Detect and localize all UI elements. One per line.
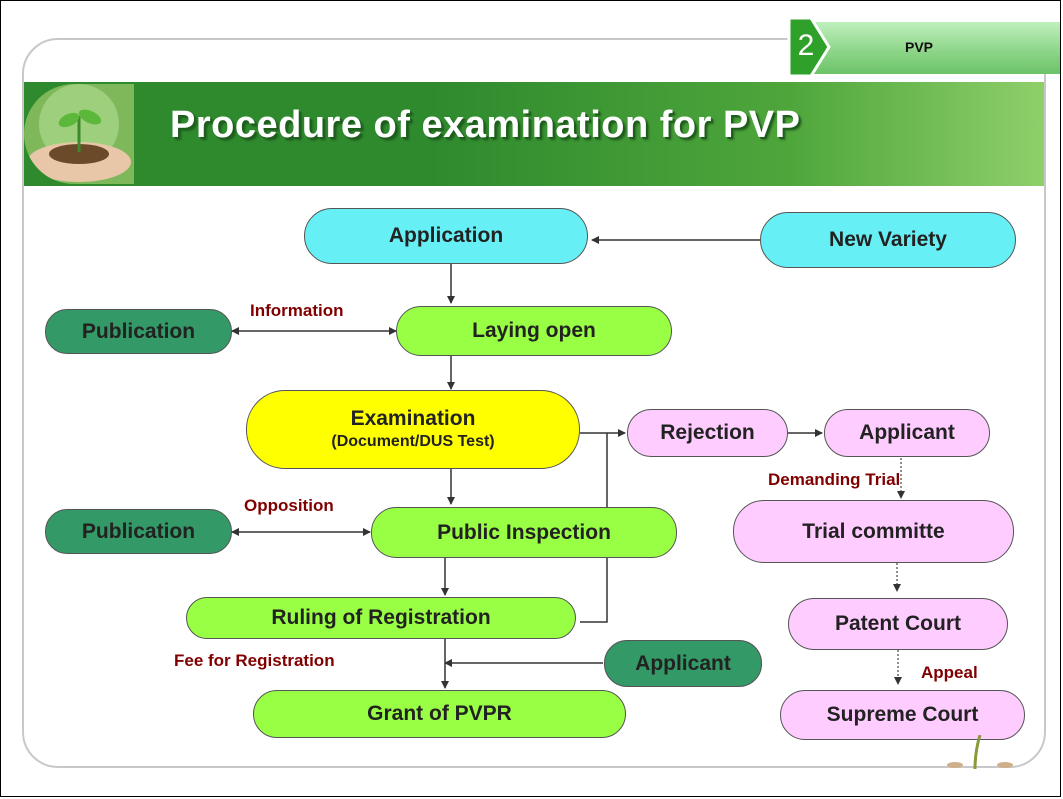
section-tab <box>810 22 1060 74</box>
label-opposition: Opposition <box>244 496 334 515</box>
node-grant-of-pvpr: Grant of PVPR <box>253 690 626 738</box>
node-laying-open: Laying open <box>396 306 672 356</box>
node-examination-sublabel: (Document/DUS Test) <box>331 432 495 450</box>
node-application-label: Application <box>388 224 504 247</box>
label-information: Information <box>250 301 344 320</box>
label-fee-for-registration: Fee for Registration <box>174 651 335 670</box>
node-ruling-of-registration-label: Ruling of Registration <box>271 606 491 629</box>
label-demanding-trial: Demanding Trial <box>768 470 901 489</box>
node-publication-bottom: Publication <box>45 509 232 554</box>
node-trial-committee-label: Trial committe <box>802 519 945 543</box>
node-supreme-court-label: Supreme Court <box>826 703 979 726</box>
node-examination: Examination (Document/DUS Test) <box>246 390 580 469</box>
title-bar <box>24 82 1044 186</box>
node-publication-top: Publication <box>45 309 232 354</box>
node-laying-open-label: Laying open <box>472 319 596 342</box>
node-trial-committee: Trial committe <box>733 500 1014 563</box>
node-applicant-bottom-label: Applicant <box>635 651 731 675</box>
label-appeal: Appeal <box>921 663 978 682</box>
node-applicant-bottom: Applicant <box>604 640 762 687</box>
node-rejection: Rejection <box>627 409 788 457</box>
node-patent-court: Patent Court <box>788 598 1008 650</box>
node-applicant-right-label: Applicant <box>859 421 955 444</box>
node-new-variety: New Variety <box>760 212 1016 268</box>
node-applicant-right: Applicant <box>824 409 990 457</box>
section-number-chevron <box>787 16 831 78</box>
section-number: 2 <box>797 29 815 62</box>
node-application: Application <box>304 208 588 264</box>
section-label: PVP <box>905 39 934 55</box>
hands-seedling-image <box>24 84 134 184</box>
node-public-inspection-label: Public Inspection <box>437 520 611 544</box>
node-public-inspection: Public Inspection <box>371 507 677 558</box>
node-supreme-court: Supreme Court <box>780 690 1025 740</box>
slide-title: Procedure of examination for PVP <box>170 104 801 146</box>
node-publication-bottom-label: Publication <box>81 519 196 543</box>
node-ruling-of-registration: Ruling of Registration <box>186 597 576 639</box>
node-publication-top-label: Publication <box>81 319 196 343</box>
plant-decoration-icon <box>947 735 1013 769</box>
node-new-variety-label: New Variety <box>829 228 947 251</box>
node-grant-of-pvpr-label: Grant of PVPR <box>367 702 512 725</box>
node-examination-label: Examination <box>350 406 476 430</box>
node-patent-court-label: Patent Court <box>835 612 961 635</box>
node-rejection-label: Rejection <box>660 421 755 444</box>
